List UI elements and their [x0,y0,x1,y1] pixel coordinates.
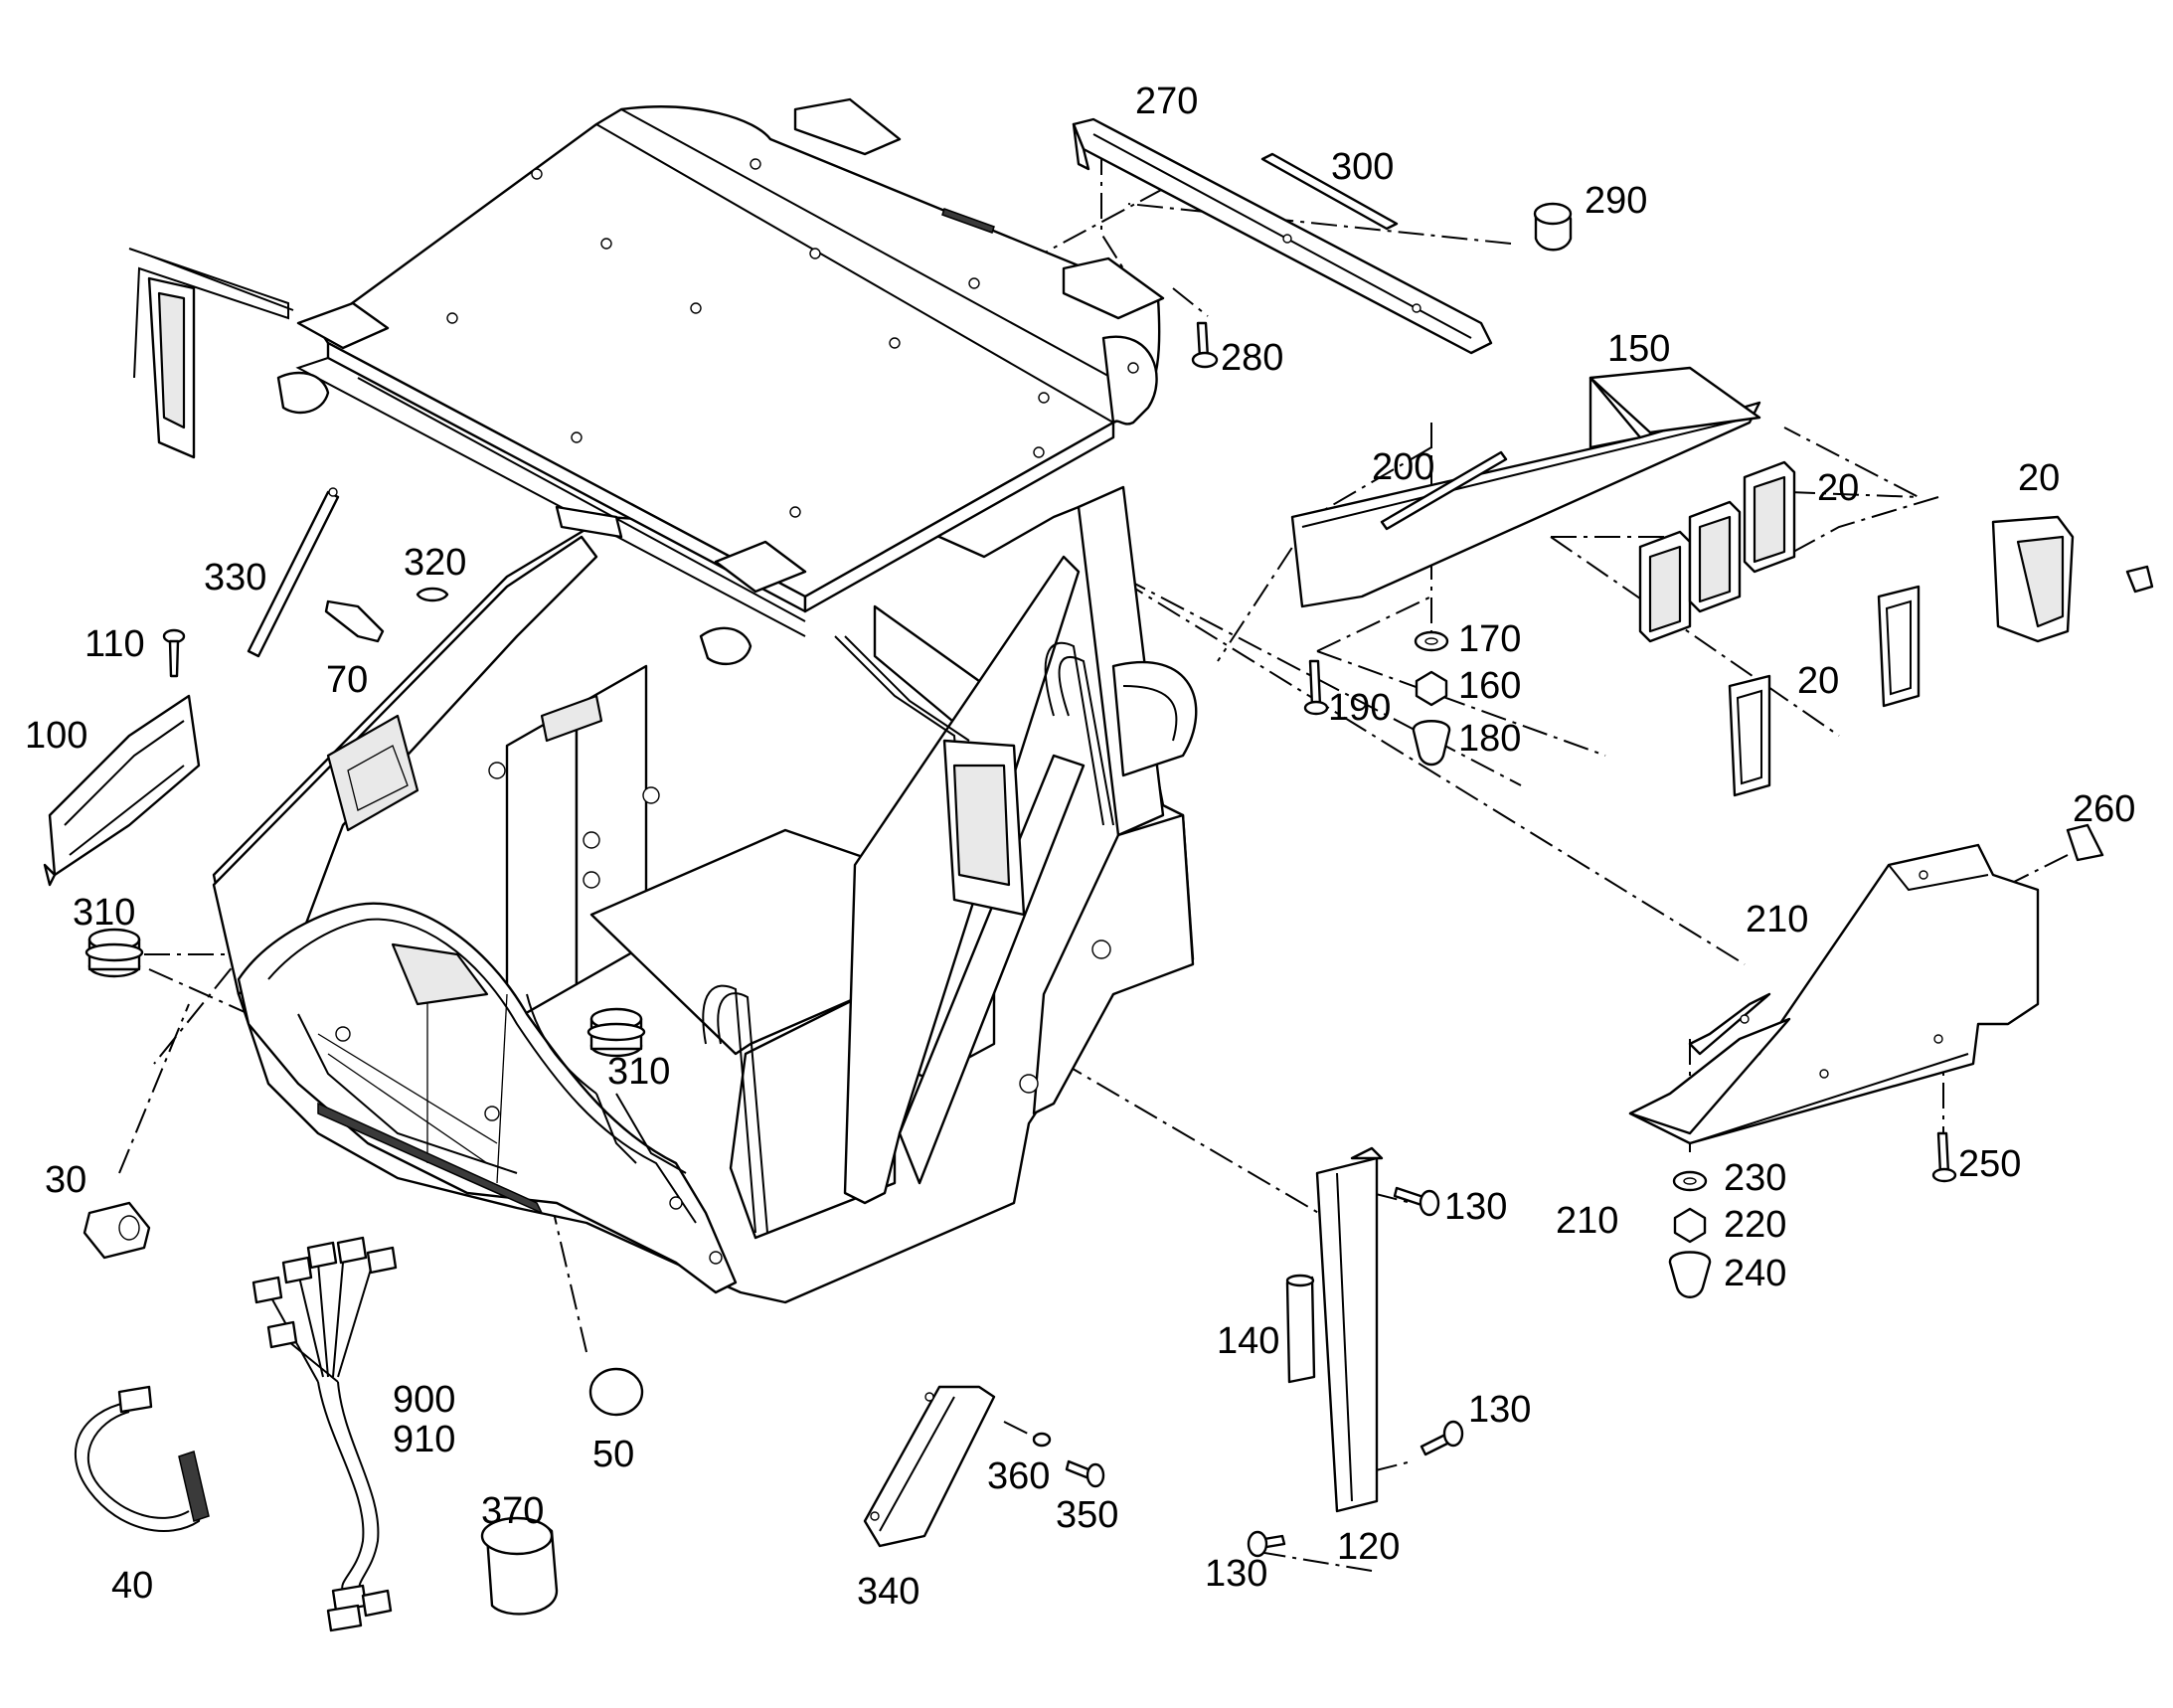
callout-210-a: 210 [1746,899,1808,940]
part-160-nut [1415,670,1448,707]
callout-900: 900 [393,1379,455,1421]
part-240-cap [1668,1251,1712,1298]
callout-140: 140 [1217,1320,1279,1362]
part-20-vent-group [1638,460,1921,797]
callout-20-c: 20 [1797,660,1839,702]
part-200-strip [1380,450,1508,531]
callout-160: 160 [1458,665,1521,707]
part-360-washer [1032,1432,1052,1448]
callout-70: 70 [326,659,368,701]
callout-240: 240 [1724,1253,1786,1294]
part-140-spacer [1285,1274,1316,1384]
callout-300: 300 [1331,146,1394,188]
part-290-grommet [1533,202,1573,252]
callout-270: 270 [1135,81,1198,122]
part-100-bracket [43,694,201,887]
part-260-clip [2066,823,2104,862]
callout-110: 110 [84,623,145,665]
part-210-panel [1628,843,2040,1145]
part-20-switch [1991,515,2154,643]
part-270-rail [1072,117,1493,355]
callout-370: 370 [481,1490,544,1532]
callout-50: 50 [592,1434,634,1475]
callout-260: 260 [2073,788,2135,830]
part-280-screw [1191,321,1219,369]
callout-130-b: 130 [1468,1389,1531,1431]
part-190-screw [1303,659,1329,716]
callout-310-b: 310 [607,1051,670,1093]
callout-280: 280 [1221,337,1283,379]
part-350-screw [1065,1459,1105,1488]
part-70-clip [324,599,385,643]
cab-frame-assembly [212,485,1198,1304]
part-170-washer [1414,630,1449,652]
callout-350: 350 [1056,1494,1118,1536]
callout-150: 150 [1607,328,1670,370]
part-250-screw [1931,1131,1957,1183]
callout-360: 360 [987,1455,1050,1497]
part-300-strip [1260,152,1399,231]
callout-230: 230 [1724,1157,1786,1199]
part-50-plug [588,1367,644,1417]
part-150-channel [1290,366,1761,608]
callout-320: 320 [404,542,466,584]
callout-210-b: 210 [1556,1200,1618,1242]
callout-100: 100 [25,715,87,757]
part-310-grommet [84,928,646,1058]
part-230-washer [1672,1170,1708,1192]
callout-310-a: 310 [73,892,135,934]
callout-200: 200 [1372,446,1434,488]
callout-180: 180 [1458,718,1521,760]
part-370-foam [480,1516,559,1616]
part-110-screw [162,628,186,678]
callout-130-c: 130 [1205,1553,1267,1595]
callout-40: 40 [111,1565,153,1607]
part-340-trim [863,1385,996,1548]
callout-20-b: 20 [2018,457,2060,499]
callout-330: 330 [204,557,266,598]
callout-290: 290 [1585,180,1647,222]
part-330-rod [247,487,340,658]
callout-190: 190 [1328,687,1391,729]
part-120-bracket [1315,1146,1384,1513]
callout-340: 340 [857,1571,919,1613]
part-220-nut [1673,1207,1707,1244]
callout-120: 120 [1337,1526,1400,1568]
roof-assembly [128,97,1165,917]
callout-labels: 270 300 290 280 150 200 20 20 20 170 160… [25,81,2135,1613]
callout-910: 910 [393,1419,455,1460]
part-320-plug [416,587,449,602]
callout-130-a: 130 [1444,1186,1507,1228]
part-30-bush [83,1201,151,1260]
part-180-cap [1412,720,1451,767]
callout-170: 170 [1458,618,1521,660]
callout-220: 220 [1724,1204,1786,1246]
part-40-cable-tie [74,1385,210,1532]
callout-20-a: 20 [1817,467,1859,509]
callout-30: 30 [45,1159,86,1201]
part-130-bolts [1247,1186,1464,1558]
callout-250: 250 [1958,1143,2021,1185]
part-900-harness [251,1236,398,1632]
